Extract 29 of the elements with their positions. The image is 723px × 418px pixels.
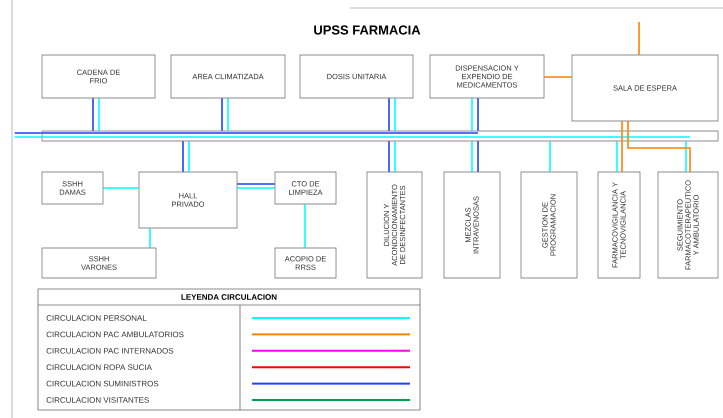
- circulation-line: [549, 141, 551, 172]
- circulation-line: [616, 141, 618, 172]
- circulation-line: [544, 76, 572, 78]
- circulation-line: [621, 121, 623, 172]
- circulation-line: [471, 98, 473, 131]
- circulation-line: [304, 204, 306, 248]
- circulation-line: [92, 98, 94, 131]
- circulation-line: [237, 183, 275, 185]
- circulation-line: [394, 141, 396, 172]
- circulation-line: [638, 22, 640, 55]
- circulation-line: [471, 141, 473, 172]
- circulation-line: [14, 136, 42, 138]
- circulation-line: [394, 98, 396, 131]
- circulation-line: [685, 141, 687, 172]
- circulation-line: [237, 187, 275, 189]
- circulation-line: [227, 98, 229, 131]
- circulation-line: [98, 98, 100, 131]
- circulation-line: [149, 228, 151, 248]
- circulation-line: [103, 187, 139, 189]
- circulation-line: [627, 121, 691, 172]
- circulation-line: [14, 132, 42, 134]
- diagram-title: UPSS FARMACIA: [314, 25, 420, 35]
- circulation-line: [477, 141, 479, 172]
- circulation-line: [477, 98, 479, 131]
- circulation-line: [388, 98, 390, 131]
- circulation-line: [182, 141, 184, 172]
- circulation-line: [388, 141, 390, 172]
- circulation-line: [221, 98, 223, 131]
- circulation-line: [188, 141, 190, 172]
